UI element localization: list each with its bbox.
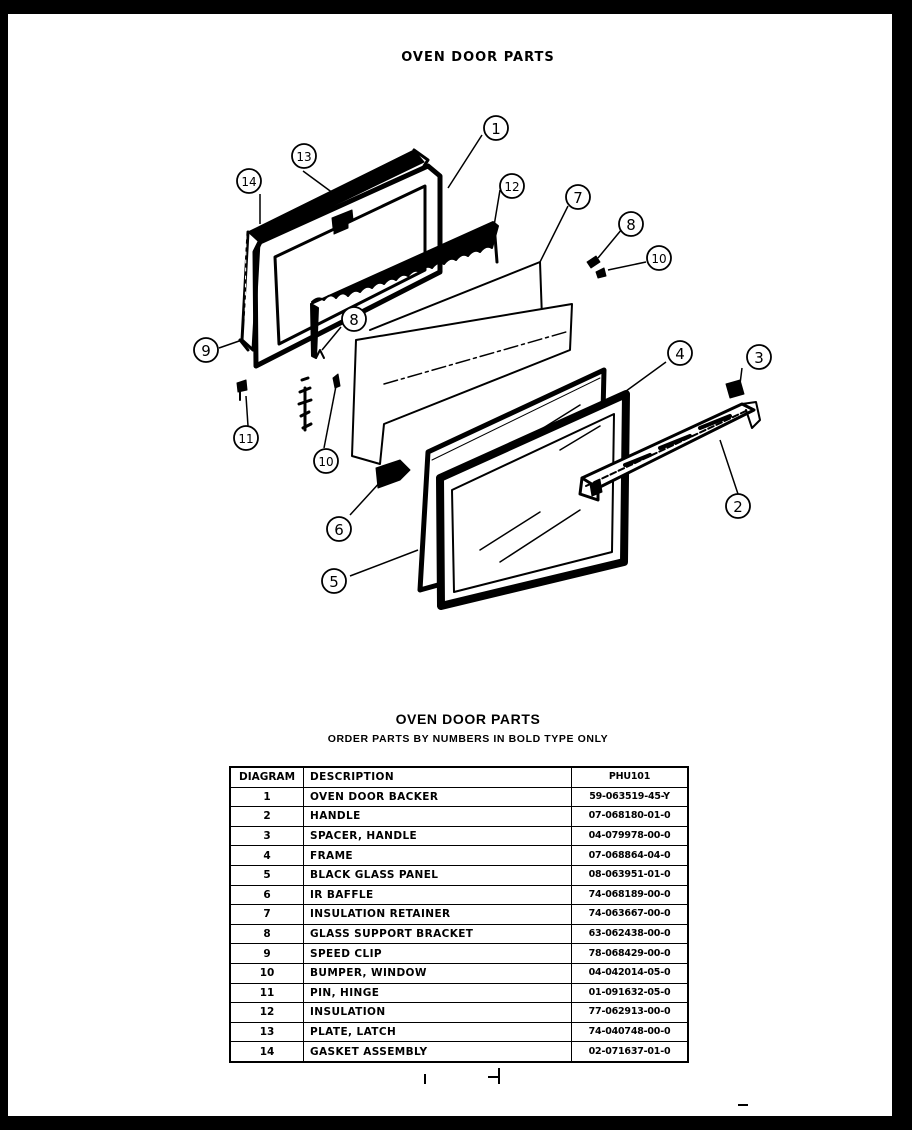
callout-1: 1 [491, 120, 501, 138]
description-cell: INSULATION RETAINER [303, 904, 572, 925]
diagram-number-cell: 1 [229, 787, 304, 808]
diagram-number-cell: 14 [229, 1041, 304, 1063]
callout-5: 5 [329, 573, 339, 591]
frame-drawing [436, 390, 630, 610]
description-cell: IR BAFFLE [303, 885, 572, 906]
part-number-cell: 59-063519-45-Y [571, 787, 689, 808]
table-header-row: DIAGRAM DESCRIPTION PHU101 [229, 767, 689, 788]
diagram-number-cell: 13 [229, 1022, 304, 1043]
part-number-cell: 63-062438-00-0 [571, 924, 689, 945]
exploded-parts-diagram: 1 13 14 12 7 8 10 8 9 3 4 11 10 2 6 5 [193, 115, 772, 610]
callout-10-left: 10 [318, 455, 333, 469]
diagram-number-cell: 8 [229, 924, 304, 945]
description-cell: HANDLE [303, 806, 572, 827]
part-number-cell: 01-091632-05-0 [571, 983, 689, 1004]
callout-13: 13 [296, 150, 311, 164]
part-number-cell: 74-040748-00-0 [571, 1022, 689, 1043]
scan-speck [738, 1104, 748, 1106]
insulation-drawing [310, 221, 499, 305]
diagram-number-cell: 7 [229, 904, 304, 925]
callout-8-left: 8 [349, 311, 359, 329]
description-cell: INSULATION [303, 1002, 572, 1023]
diagram-number-cell: 4 [229, 845, 304, 866]
description-cell: BUMPER, WINDOW [303, 963, 572, 984]
part-number-cell: 02-071637-01-0 [571, 1041, 689, 1063]
part-number-cell: 07-068180-01-0 [571, 806, 689, 827]
parts-section-title: OVEN DOOR PARTS [395, 711, 541, 727]
part-number-cell: 78-068429-00-0 [571, 943, 689, 964]
diagram-number-cell: 6 [229, 885, 304, 906]
callout-9: 9 [201, 342, 211, 360]
callout-10-right: 10 [651, 252, 666, 266]
callout-6: 6 [334, 521, 344, 539]
scan-speck [488, 1076, 500, 1078]
oven-door-backer-drawing [252, 163, 443, 369]
description-cell: FRAME [303, 845, 572, 866]
part-number-cell: 07-068864-04-0 [571, 845, 689, 866]
diagram-callouts [193, 115, 772, 594]
parts-section-subtitle: ORDER PARTS BY NUMBERS IN BOLD TYPE ONLY [327, 733, 609, 745]
description-cell: PIN, HINGE [303, 983, 572, 1004]
spacer-handle-drawing [725, 379, 745, 399]
header-description: DESCRIPTION [303, 767, 572, 788]
diagram-number-cell: 11 [229, 983, 304, 1004]
description-cell: SPACER, HANDLE [303, 826, 572, 847]
diagram-number-cell: 10 [229, 963, 304, 984]
callout-8-right: 8 [626, 216, 636, 234]
callout-4: 4 [675, 345, 685, 363]
header-diagram: DIAGRAM [229, 767, 304, 788]
scan-speck [498, 1068, 500, 1084]
diagram-number-cell: 3 [229, 826, 304, 847]
part-number-cell: 04-079978-00-0 [571, 826, 689, 847]
description-cell: PLATE, LATCH [303, 1022, 572, 1043]
description-cell: GLASS SUPPORT BRACKET [303, 924, 572, 945]
callout-14: 14 [241, 175, 256, 189]
description-cell: SPEED CLIP [303, 943, 572, 964]
scan-speck [424, 1074, 426, 1084]
ir-baffle-drawing [351, 303, 573, 465]
callout-3: 3 [754, 349, 764, 367]
callout-12: 12 [504, 180, 519, 194]
diagram-number-cell: 12 [229, 1002, 304, 1023]
page-title: OVEN DOOR PARTS [401, 50, 555, 65]
description-cell: BLACK GLASS PANEL [303, 865, 572, 886]
part-number-cell: 74-068189-00-0 [571, 885, 689, 906]
description-cell: GASKET ASSEMBLY [303, 1041, 572, 1063]
part-number-cell: 74-063667-00-0 [571, 904, 689, 925]
part-number-cell: 04-042014-05-0 [571, 963, 689, 984]
part-number-cell: 77-062913-00-0 [571, 1002, 689, 1023]
diagram-number-cell: 2 [229, 806, 304, 827]
part-number-cell: 08-063951-01-0 [571, 865, 689, 886]
callout-11: 11 [238, 432, 253, 446]
callout-2: 2 [733, 498, 743, 516]
header-model: PHU101 [571, 767, 689, 788]
diagram-number-cell: 9 [229, 943, 304, 964]
callout-7: 7 [573, 189, 583, 207]
description-cell: OVEN DOOR BACKER [303, 787, 572, 808]
diagram-number-cell: 5 [229, 865, 304, 886]
